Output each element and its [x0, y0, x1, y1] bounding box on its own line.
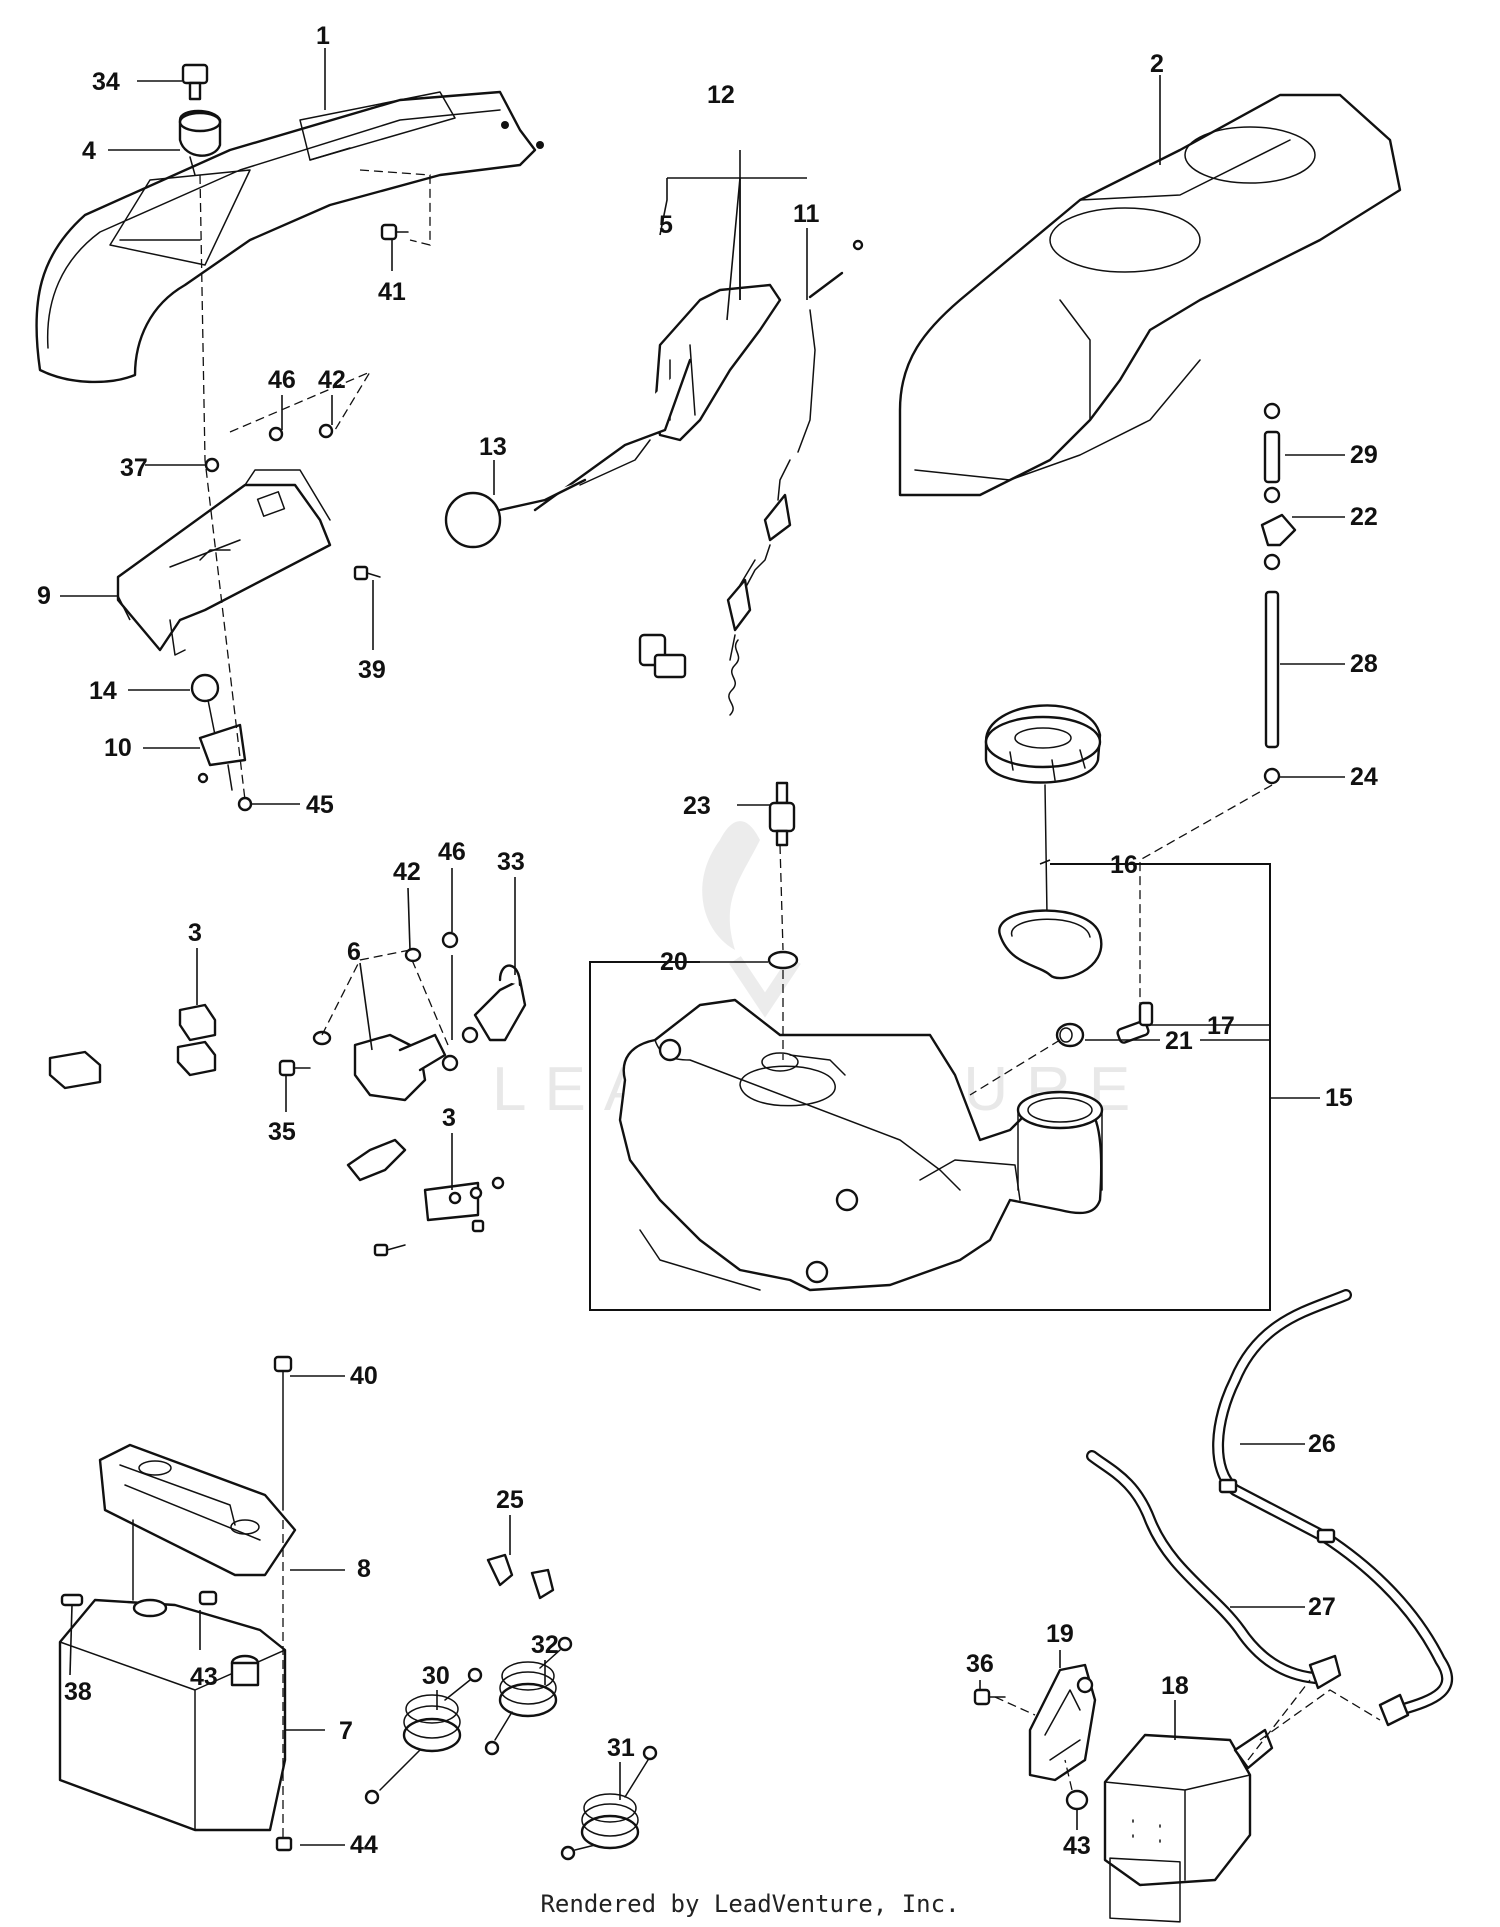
fuel-grommet — [1055, 1022, 1085, 1048]
mounting-bracket — [116, 469, 332, 656]
callout-42: 42 — [393, 858, 421, 886]
callout-46: 46 — [268, 366, 296, 394]
battery-bolt — [273, 1355, 293, 1511]
fuel-elbow-fitting — [1116, 1001, 1154, 1044]
battery-cable-32 — [484, 1636, 573, 1756]
leader-lines — [60, 48, 1345, 1846]
battery-clips — [486, 1553, 555, 1600]
callout-39: 39 — [358, 656, 386, 684]
callout-9: 9 — [37, 582, 51, 610]
safety-switches — [48, 1003, 217, 1090]
callout-14: 14 — [89, 677, 117, 705]
callout-22: 22 — [1350, 503, 1378, 531]
callout-labels: 1 2 3 3 4 5 6 7 8 9 10 11 12 13 14 15 16… — [37, 22, 1378, 1860]
dashed-alignment-lines — [199, 169, 1381, 1838]
callout-33: 33 — [497, 848, 525, 876]
vent-hose-27 — [1086, 1450, 1410, 1727]
small-hardware — [204, 423, 381, 812]
callout-15: 15 — [1325, 1084, 1353, 1112]
callout-31: 31 — [607, 1734, 635, 1762]
callout-28: 28 — [1350, 650, 1378, 678]
throttle-spring — [728, 544, 771, 716]
callout-3: 3 — [442, 1104, 456, 1132]
battery-nut — [275, 1836, 293, 1852]
fuel-line-column — [1260, 402, 1297, 785]
callout-16: 16 — [1110, 851, 1138, 879]
control-panel-cover — [35, 90, 544, 384]
callout-30: 30 — [422, 1662, 450, 1690]
callout-43: 43 — [1063, 1832, 1091, 1860]
callout-41: 41 — [378, 278, 406, 306]
ignition-switch — [178, 109, 222, 176]
callout-7: 7 — [339, 1717, 353, 1745]
callout-17: 17 — [1207, 1012, 1235, 1040]
callout-25: 25 — [496, 1486, 524, 1514]
power-receptacle — [278, 931, 479, 1102]
callout-42: 42 — [318, 366, 346, 394]
callout-5: 5 — [659, 211, 673, 239]
fuel-cap — [984, 704, 1103, 980]
choke-lever — [190, 673, 247, 791]
connector-33 — [473, 964, 527, 1042]
canister-hardware — [973, 1688, 1089, 1811]
fuel-tank-washer — [767, 950, 799, 970]
callout-18: 18 — [1161, 1672, 1189, 1700]
battery — [58, 1519, 287, 1832]
battery-cable-30 — [364, 1667, 483, 1805]
cover-screw — [380, 223, 409, 241]
right-fender — [898, 93, 1402, 497]
callout-10: 10 — [104, 734, 132, 762]
callout-20: 20 — [660, 948, 688, 976]
callout-23: 23 — [683, 792, 711, 820]
callout-45: 45 — [306, 791, 334, 819]
callout-36: 36 — [966, 1650, 994, 1678]
callout-38: 38 — [64, 1678, 92, 1706]
callout-44: 44 — [350, 1831, 378, 1859]
switch-3-lower — [346, 1138, 505, 1257]
callout-46: 46 — [438, 838, 466, 866]
fuel-filter — [768, 781, 796, 847]
callout-34: 34 — [92, 68, 120, 96]
callout-35: 35 — [268, 1118, 296, 1146]
callout-4: 4 — [82, 137, 96, 165]
callout-27: 27 — [1308, 1593, 1336, 1621]
callout-26: 26 — [1308, 1430, 1336, 1458]
callout-6: 6 — [347, 938, 361, 966]
throttle-assembly — [444, 239, 864, 679]
callout-13: 13 — [479, 433, 507, 461]
battery-hold-down — [98, 1443, 297, 1577]
callout-37: 37 — [120, 454, 148, 482]
ignition-key — [181, 63, 209, 101]
callout-29: 29 — [1350, 441, 1378, 469]
battery-cable-31 — [560, 1745, 658, 1861]
callout-1: 1 — [316, 22, 330, 50]
vent-hose-26 — [1212, 1289, 1453, 1716]
canister-bracket — [1028, 1663, 1097, 1782]
callout-2: 2 — [1150, 50, 1164, 78]
callout-32: 32 — [531, 1631, 559, 1659]
callout-12: 12 — [707, 81, 735, 109]
callout-3: 3 — [188, 919, 202, 947]
footer-credit: Rendered by LeadVenture, Inc. — [540, 1890, 960, 1918]
fuel-tank — [618, 998, 1104, 1292]
callout-11: 11 — [793, 200, 820, 228]
callout-8: 8 — [357, 1555, 371, 1583]
callout-40: 40 — [350, 1362, 378, 1390]
charcoal-canister — [1103, 1728, 1274, 1923]
callout-19: 19 — [1046, 1620, 1074, 1648]
callout-21: 21 — [1165, 1027, 1193, 1055]
callout-43: 43 — [190, 1663, 218, 1691]
callout-24: 24 — [1350, 763, 1378, 791]
